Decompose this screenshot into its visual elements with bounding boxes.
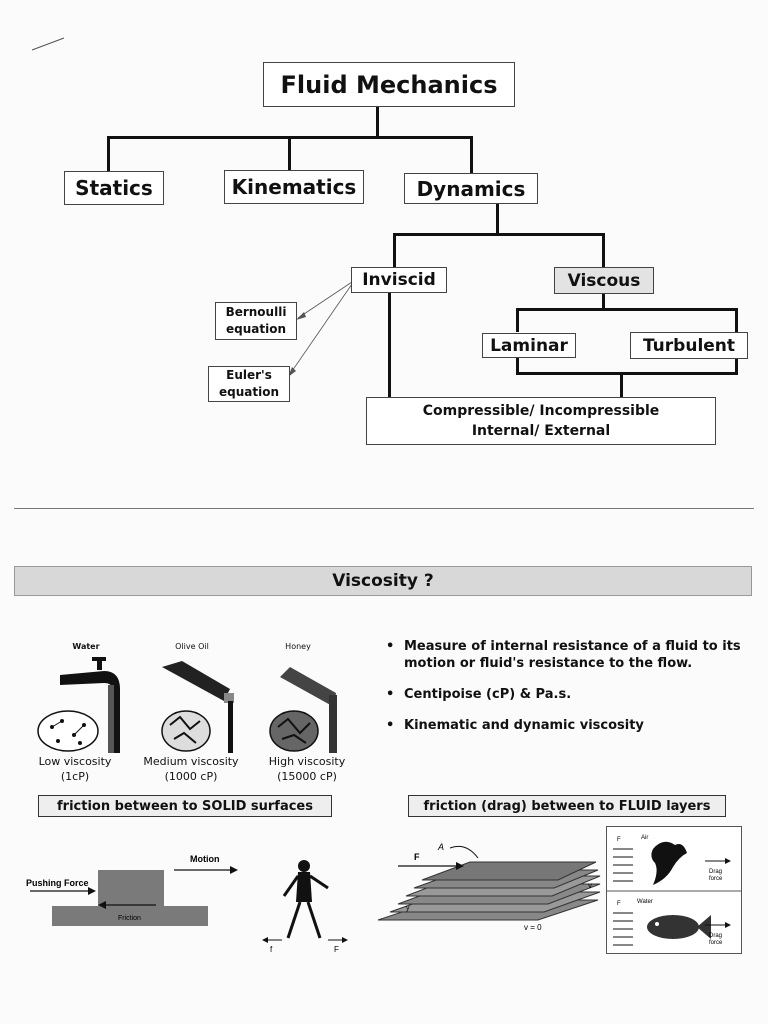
connector — [393, 233, 396, 267]
node-compressible-internal: Compressible/ Incompressible Internal/ E… — [366, 397, 716, 445]
node-inviscid: Inviscid — [351, 267, 447, 293]
node-dynamics: Dynamics — [404, 173, 538, 204]
viscosity-illustrations — [37, 657, 337, 753]
water-tap-icon — [60, 657, 120, 753]
olive-oil-molecules-icon — [161, 710, 211, 752]
bullet-text: Kinematic and dynamic viscosity — [404, 718, 644, 733]
root-fluid-mechanics: Fluid Mechanics — [263, 62, 515, 107]
honey-viscosity-label: High viscosity (15000 cP) — [252, 754, 362, 784]
fluid-a-label: A — [437, 842, 444, 852]
viscosity-banner: Viscosity ? — [14, 566, 752, 596]
connector — [516, 356, 519, 374]
drag-panels-svg: F Air Drag force F Water Drag force — [607, 835, 741, 946]
f-label: f — [270, 945, 273, 954]
bernoulli-line-1: Bernoulli — [225, 305, 287, 319]
fluid-layers-diagram: F A v v = 0 y — [377, 842, 601, 932]
node-kinematics: Kinematics — [224, 170, 364, 204]
euler-line-2: equation — [218, 385, 279, 399]
air-medium-label: Air — [641, 835, 648, 841]
bullet-dot: • — [386, 718, 395, 733]
euler-line-1: Euler's — [226, 368, 272, 382]
equation-arrows — [288, 281, 353, 377]
connector — [496, 202, 499, 234]
connector — [376, 106, 379, 136]
bird-icon — [651, 841, 687, 885]
fluid-name-water: Water — [72, 642, 100, 651]
connector — [288, 136, 291, 172]
fluid-name-olive-oil: Olive Oil — [175, 642, 209, 651]
bullet-text: Measure of internal resistance of a flui… — [404, 639, 741, 671]
water-molecules-icon — [37, 710, 99, 752]
fluid-friction-title: friction (drag) between to FLUID layers — [408, 795, 726, 817]
connector — [602, 293, 605, 309]
node-turbulent: Turbulent — [630, 332, 748, 359]
connector — [735, 308, 738, 332]
big-f-label: F — [334, 945, 339, 954]
node-laminar: Laminar — [482, 333, 576, 358]
pen-mark — [31, 37, 65, 51]
connector — [620, 374, 623, 398]
fluid-layer-stack — [377, 861, 601, 921]
fluid-v0-label: v = 0 — [524, 923, 542, 932]
water-flow-arrows — [613, 912, 633, 946]
honey-viscosity-value: (15000 cP) — [277, 770, 337, 783]
fluid-y-label: y — [406, 905, 410, 912]
connector — [107, 136, 110, 172]
pushing-force-label: Pushing Force — [26, 878, 89, 888]
sliding-block — [98, 870, 164, 908]
node-euler-equation: Euler's equation — [208, 366, 290, 402]
fluid-name-honey: Honey — [285, 642, 311, 651]
water-drag-line-1: Drag — [709, 933, 722, 939]
connector — [388, 291, 391, 397]
node-statics: Statics — [64, 171, 164, 205]
water-viscosity-name: Low viscosity — [38, 755, 112, 768]
air-f-label: F — [617, 837, 621, 843]
olive-oil-bottle-icon — [162, 661, 234, 753]
connector — [516, 372, 738, 375]
solid-friction-diagram: Motion Pushing Force Friction f F — [26, 854, 348, 954]
connector — [393, 233, 605, 236]
drag-force-panels: F Air Drag force F Water Drag force — [606, 826, 742, 954]
connector — [602, 233, 605, 267]
bernoulli-line-2: equation — [225, 322, 286, 336]
olive-oil-viscosity-label: Medium viscosity (1000 cP) — [136, 754, 246, 784]
connector — [516, 308, 519, 332]
bullet-dot: • — [386, 639, 395, 654]
fluid-f-label: F — [414, 852, 420, 862]
ground-surface — [52, 906, 208, 926]
fish-icon — [647, 915, 711, 939]
water-viscosity-value: (1cP) — [60, 770, 90, 783]
viscosity-bullets: • Measure of internal resistance of a flu… — [384, 638, 754, 748]
walking-person-icon — [282, 860, 329, 939]
water-f-label: F — [617, 901, 621, 907]
olive-oil-viscosity-name: Medium viscosity — [143, 755, 239, 768]
air-flow-arrows — [613, 848, 633, 882]
air-drag-line-2: force — [709, 876, 723, 882]
water-medium-label: Water — [637, 899, 653, 905]
motion-label: Motion — [190, 854, 220, 864]
solid-friction-title: friction between to SOLID surfaces — [38, 795, 332, 817]
page-divider — [14, 508, 754, 509]
connector — [516, 308, 738, 311]
friction-label: Friction — [118, 915, 141, 922]
compressible-line-1: Compressible/ Incompressible — [422, 403, 660, 419]
honey-viscosity-name: High viscosity — [268, 755, 346, 768]
air-drag-line-1: Drag — [709, 869, 722, 875]
bullet-text: Centipoise (cP) & Pa.s. — [404, 687, 572, 702]
olive-oil-viscosity-value: (1000 cP) — [164, 770, 218, 783]
fluid-v-label: v — [588, 881, 592, 890]
connector — [735, 358, 738, 374]
bullet-dot: • — [386, 687, 395, 702]
bullet-item: • Centipoise (cP) & Pa.s. — [384, 686, 754, 703]
compressible-line-2: Internal/ External — [471, 423, 611, 439]
node-bernoulli-equation: Bernoulli equation — [215, 302, 297, 340]
node-viscous: Viscous — [554, 267, 654, 294]
water-drag-line-2: force — [709, 940, 723, 946]
honey-jar-icon — [280, 667, 337, 753]
water-viscosity-label: Low viscosity (1cP) — [20, 754, 130, 784]
bullet-item: • Measure of internal resistance of a flu… — [384, 638, 754, 672]
bullet-item: • Kinematic and dynamic viscosity — [384, 717, 754, 734]
honey-molecules-icon — [269, 710, 319, 752]
connector — [470, 136, 473, 174]
